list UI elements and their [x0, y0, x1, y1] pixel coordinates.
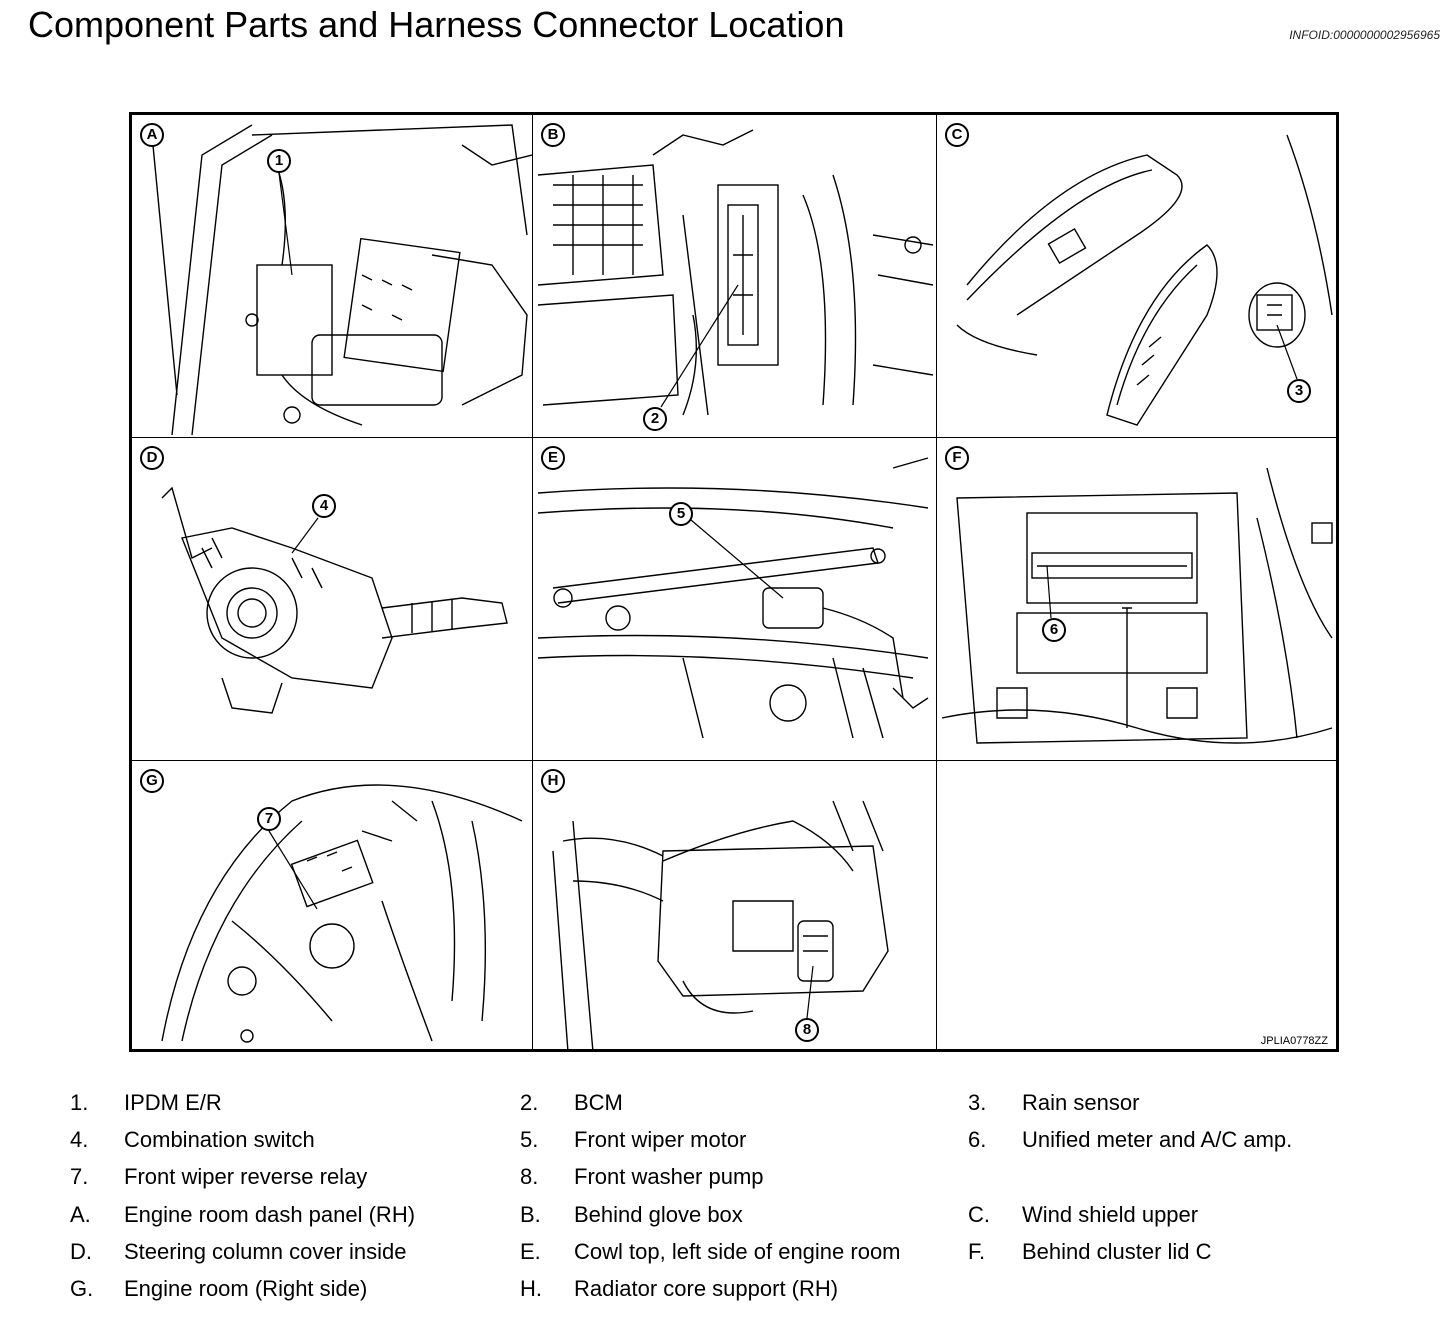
page-title: Component Parts and Harness Connector Lo… — [28, 4, 845, 45]
grid-divider — [132, 760, 1336, 761]
panel-label-a: A — [140, 123, 164, 147]
panel-label-b: B — [541, 123, 565, 147]
panel-c: C 3 — [937, 115, 1339, 437]
callout-7: 7 — [257, 807, 281, 831]
radiator-support-drawing — [552, 800, 889, 1052]
glove-box-drawing — [537, 129, 934, 416]
panel-label-e: E — [541, 446, 565, 470]
grid-divider — [132, 437, 1336, 438]
callout-5: 5 — [669, 502, 693, 526]
legend: 1.IPDM E/R 2.BCM 3.Rain sensor 4.Combina… — [70, 1090, 1293, 1301]
panel-label-d: D — [140, 446, 164, 470]
component-location-figure: A 1 B 2 — [129, 112, 1339, 1052]
windshield-drawing — [956, 134, 1333, 426]
engine-room-right-drawing — [161, 784, 523, 1043]
callout-3: 3 — [1287, 379, 1311, 403]
panel-b: B 2 — [533, 115, 936, 437]
panel-f: F 6 — [937, 438, 1339, 760]
grid-divider — [532, 115, 533, 1049]
panel-label-c: C — [945, 123, 969, 147]
callout-6: 6 — [1042, 618, 1066, 642]
panel-g: G 7 — [132, 761, 532, 1052]
callout-2: 2 — [643, 407, 667, 431]
panel-label-g: G — [140, 769, 164, 793]
panel-h: H 8 — [533, 761, 936, 1052]
panel-e: E 5 — [533, 438, 936, 760]
info-id: INFOID:0000000002956965 — [1289, 28, 1440, 42]
wiper-motor-drawing — [537, 457, 929, 739]
grid-divider — [936, 115, 937, 1049]
cluster-lid-drawing — [941, 467, 1333, 744]
callout-8: 8 — [795, 1018, 819, 1042]
engine-room-drawing — [151, 124, 532, 436]
panel-label-f: F — [945, 446, 969, 470]
panel-a: A 1 — [132, 115, 532, 437]
combination-switch-drawing — [161, 486, 508, 714]
panel-d: D 4 — [132, 438, 532, 760]
callout-1: 1 — [267, 149, 291, 173]
figure-code: JPLIA0778ZZ — [1260, 1035, 1328, 1047]
panel-label-h: H — [541, 769, 565, 793]
callout-4: 4 — [312, 494, 336, 518]
